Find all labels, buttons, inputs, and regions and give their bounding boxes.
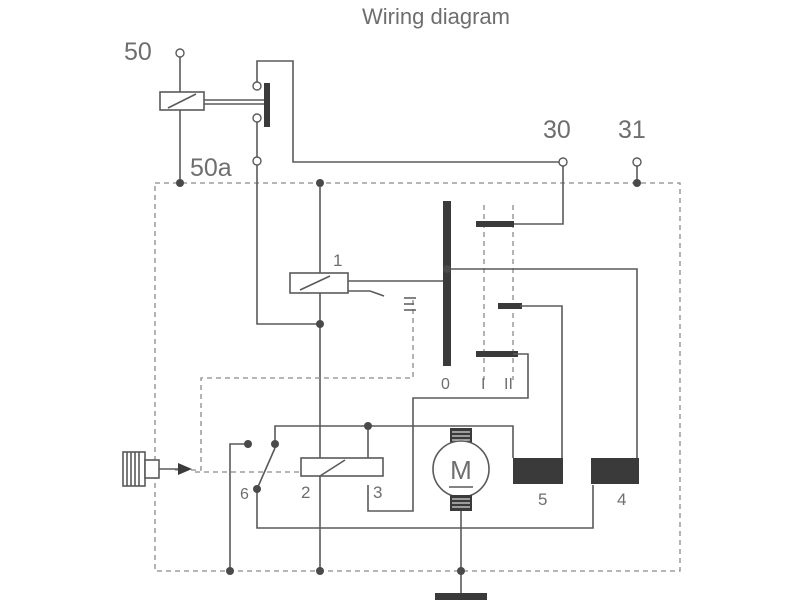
wire-to-5 <box>520 305 563 458</box>
terminal-31-point <box>632 157 642 167</box>
wire-to-3 <box>367 353 529 512</box>
relay-contact-upper <box>252 81 262 91</box>
junction-rail-top <box>316 179 324 187</box>
ground-bar <box>435 593 487 600</box>
contact-30 <box>476 221 514 227</box>
sensor-knob-ribs <box>126 452 140 486</box>
junction-switch-pivot <box>443 265 451 273</box>
wire-30-top <box>256 60 561 163</box>
terminal-30-point <box>558 157 568 167</box>
junction-relay-3 <box>364 422 372 430</box>
wire-to-4 <box>447 268 638 458</box>
junction-6 <box>253 485 261 493</box>
diagram-title: Wiring diagram <box>362 4 510 29</box>
switch-II-label: II <box>504 376 513 393</box>
e-symbol <box>404 297 416 311</box>
terminal-50-label: 50 <box>124 38 152 66</box>
wire-30 <box>505 166 564 225</box>
junction-31-frame <box>633 179 641 187</box>
sensor-arrow <box>178 463 192 475</box>
terminal-50a-point <box>252 156 262 166</box>
junction-motor-bottom <box>457 567 465 575</box>
switch-6-blade <box>256 447 276 490</box>
relay-2-3-coil <box>300 457 384 477</box>
switch-0-label: 0 <box>441 376 450 393</box>
node-3-label: 3 <box>373 483 382 502</box>
motor-label: M <box>450 455 472 485</box>
node-5-label: 5 <box>538 490 547 509</box>
junction-rail-50a <box>316 320 324 328</box>
node-2-label: 2 <box>301 483 310 502</box>
sensor-dashed-link <box>175 300 414 471</box>
relay-1-coil <box>289 272 349 294</box>
contact-2 <box>476 351 518 357</box>
node-6-label: 6 <box>240 486 249 503</box>
relay-1-coil-mark <box>299 275 331 291</box>
terminal-30-label: 30 <box>543 116 571 144</box>
terminal-31-label: 31 <box>618 116 646 144</box>
junction-6-top-right <box>271 440 279 448</box>
sensor-stem <box>144 459 160 479</box>
junction-6-top <box>244 440 252 448</box>
relay-1-spring <box>348 290 385 297</box>
wire-50a <box>256 165 320 325</box>
contact-5 <box>498 303 522 309</box>
switch-I-label: I <box>481 376 485 393</box>
relay-1-label: 1 <box>333 251 342 270</box>
terminal-50a-label: 50a <box>190 154 232 182</box>
wire-6-bottom <box>256 485 594 529</box>
terminal-4-block <box>591 458 639 484</box>
starter-relay-contact-bar <box>264 83 270 127</box>
starter-relay-coil-mark <box>167 93 197 109</box>
wire-6-top <box>229 443 248 571</box>
terminal-50-point <box>175 48 185 58</box>
terminal-5-block <box>513 458 563 484</box>
relay-2-3-coil-mark <box>319 459 346 477</box>
switch-position-0-bar <box>443 201 451 366</box>
node-4-label: 4 <box>617 490 626 509</box>
junction-50-frame <box>176 179 184 187</box>
junction-bottom-left <box>226 567 234 575</box>
relay-contact-lower <box>252 113 262 123</box>
wire-top-loop <box>274 425 514 458</box>
housing-outline <box>154 182 681 572</box>
junction-rail-bottom <box>316 567 324 575</box>
